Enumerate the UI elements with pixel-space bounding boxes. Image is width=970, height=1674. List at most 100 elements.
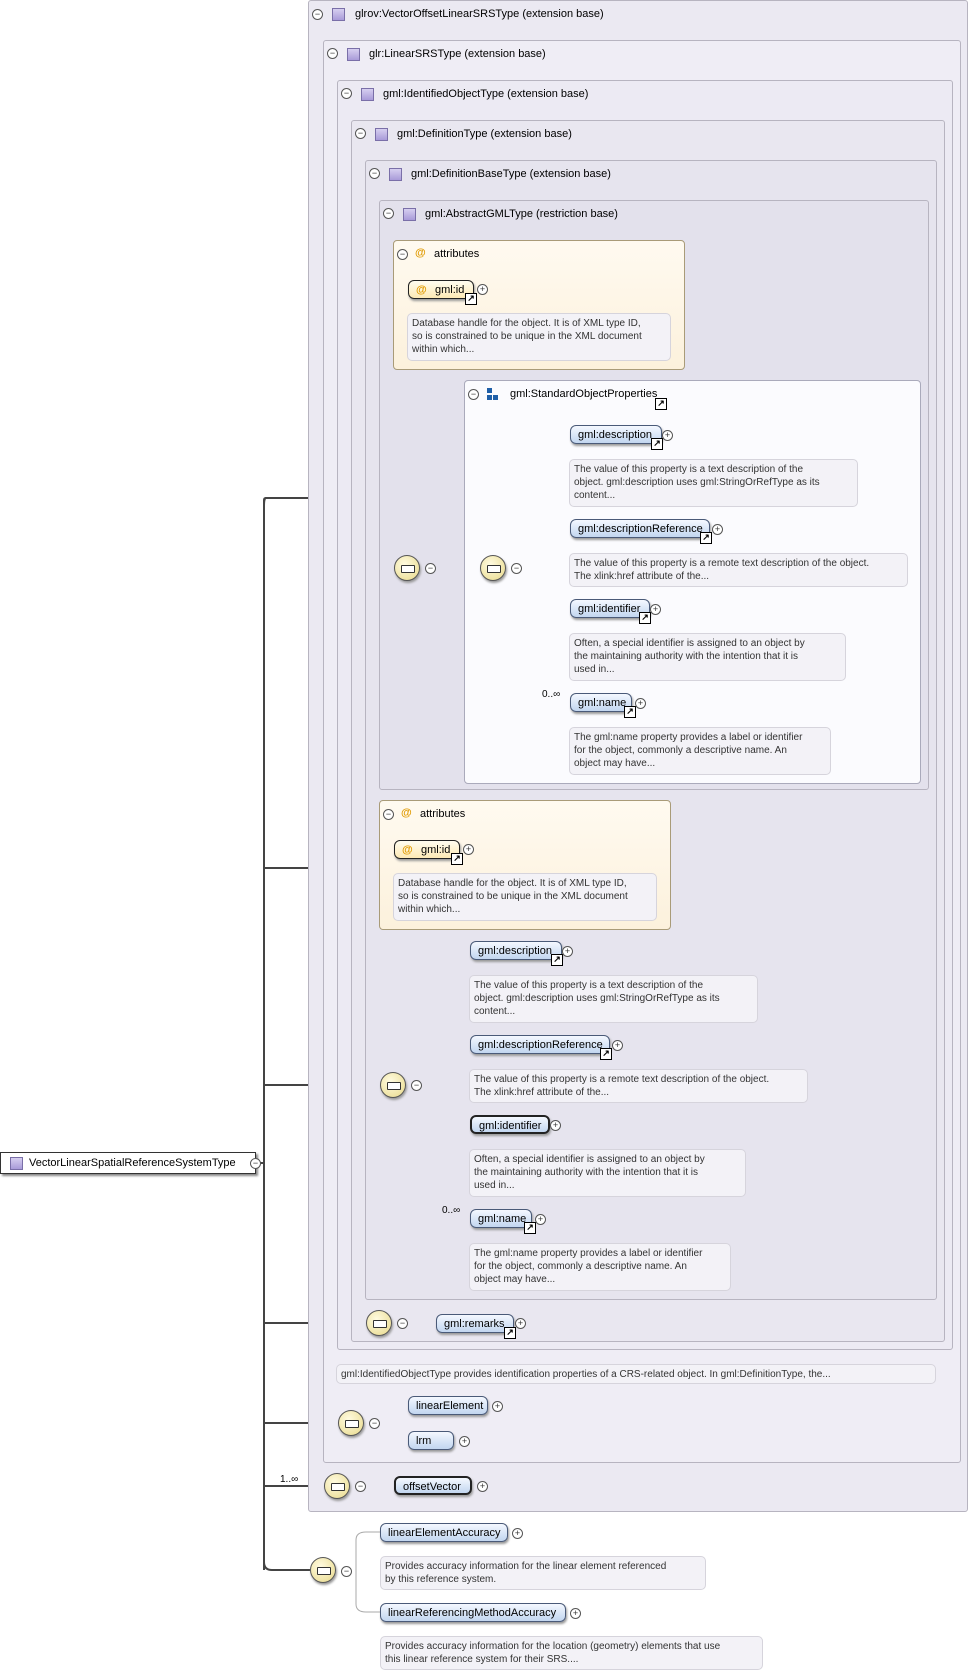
element-gml-identifier[interactable]: gml:identifier: [570, 599, 650, 618]
link-arrow-icon: ↗: [551, 954, 563, 966]
expand-toggle[interactable]: +: [459, 1436, 470, 1447]
element-gml-description-reference[interactable]: gml:descriptionReference: [570, 519, 710, 538]
element-linear-element-accuracy[interactable]: linearElementAccuracy: [380, 1523, 508, 1542]
expand-toggle[interactable]: +: [535, 1214, 546, 1225]
attribute-doc: Database handle for the object. It is of…: [407, 313, 671, 361]
element-label: gml:descriptionReference: [478, 1039, 603, 1051]
collapse-toggle[interactable]: −: [397, 249, 408, 260]
collapse-toggle[interactable]: −: [327, 48, 338, 59]
complex-type-icon: [10, 1157, 23, 1170]
collapse-toggle[interactable]: −: [411, 1080, 422, 1091]
expand-toggle[interactable]: +: [477, 1481, 488, 1492]
collapse-toggle[interactable]: −: [468, 389, 479, 400]
cardinality-label: 1..∞: [280, 1474, 299, 1485]
expand-toggle[interactable]: +: [570, 1608, 581, 1619]
extension-label: glrov:VectorOffsetLinearSRSType (extensi…: [355, 8, 604, 20]
collapse-toggle[interactable]: −: [250, 1158, 261, 1169]
collapse-toggle[interactable]: −: [425, 563, 436, 574]
element-gml-description[interactable]: gml:description: [470, 941, 562, 960]
group-icon: [487, 388, 500, 401]
sequence-compositor-icon[interactable]: [324, 1473, 350, 1499]
link-arrow-icon: ↗: [700, 532, 712, 544]
collapse-toggle[interactable]: −: [355, 128, 366, 139]
element-gml-description[interactable]: gml:description: [570, 425, 662, 444]
collapse-toggle[interactable]: −: [369, 1418, 380, 1429]
attribute-icon: @: [401, 807, 412, 819]
collapse-toggle[interactable]: −: [341, 88, 352, 99]
expand-toggle[interactable]: +: [662, 430, 673, 441]
expand-toggle[interactable]: +: [477, 284, 488, 295]
link-arrow-icon: ↗: [624, 706, 636, 718]
sequence-compositor-icon[interactable]: [394, 555, 420, 581]
element-gml-identifier[interactable]: gml:identifier: [470, 1115, 550, 1134]
extension-label: glr:LinearSRSType (extension base): [369, 48, 546, 60]
attribute-gml-id[interactable]: @ gml:id: [394, 840, 460, 859]
element-doc: Often, a special identifier is assigned …: [569, 633, 846, 681]
link-arrow-icon: ↗: [451, 853, 463, 865]
sequence-compositor-icon[interactable]: [310, 1557, 336, 1583]
attribute-icon: @: [416, 284, 427, 296]
element-gml-remarks[interactable]: gml:remarks: [436, 1314, 514, 1333]
root-label: VectorLinearSpatialReferenceSystemType: [29, 1157, 236, 1169]
complex-type-icon: [361, 88, 374, 101]
expand-toggle[interactable]: +: [492, 1401, 503, 1412]
complex-type-icon: [375, 128, 388, 141]
collapse-toggle[interactable]: −: [312, 9, 323, 20]
expand-toggle[interactable]: +: [512, 1528, 523, 1539]
link-arrow-icon: ↗: [651, 438, 663, 450]
expand-toggle[interactable]: +: [562, 946, 573, 957]
root-type-box[interactable]: VectorLinearSpatialReferenceSystemType: [0, 1152, 256, 1174]
element-label: linearReferencingMethodAccuracy: [388, 1607, 557, 1619]
expand-toggle[interactable]: +: [550, 1120, 561, 1131]
extension-label: gml:AbstractGMLType (restriction base): [425, 208, 618, 220]
link-arrow-icon: ↗: [504, 1327, 516, 1339]
attributes-label: attributes: [420, 808, 466, 820]
collapse-toggle[interactable]: −: [511, 563, 522, 574]
collapse-toggle[interactable]: −: [355, 1481, 366, 1492]
expand-toggle[interactable]: +: [463, 844, 474, 855]
collapse-toggle[interactable]: −: [397, 1318, 408, 1329]
sequence-compositor-icon[interactable]: [338, 1410, 364, 1436]
sequence-compositor-icon[interactable]: [480, 555, 506, 581]
element-gml-description-reference[interactable]: gml:descriptionReference: [470, 1035, 610, 1054]
element-lrm[interactable]: lrm: [408, 1431, 454, 1450]
sequence-compositor-icon[interactable]: [380, 1072, 406, 1098]
element-offset-vector[interactable]: offsetVector: [394, 1476, 472, 1495]
element-doc: The value of this property is a remote t…: [469, 1069, 808, 1103]
expand-toggle[interactable]: +: [635, 698, 646, 709]
element-label: linearElementAccuracy: [388, 1527, 501, 1539]
extension-label: gml:DefinitionType (extension base): [397, 128, 572, 140]
sequence-compositor-icon[interactable]: [366, 1310, 392, 1336]
element-gml-name[interactable]: gml:name: [470, 1209, 532, 1228]
attribute-name: gml:id: [421, 844, 451, 856]
element-label: gml:remarks: [444, 1318, 505, 1330]
collapse-toggle[interactable]: −: [383, 809, 394, 820]
expand-toggle[interactable]: +: [650, 604, 661, 615]
complex-type-icon: [403, 208, 416, 221]
link-arrow-icon: ↗: [524, 1222, 536, 1234]
collapse-toggle[interactable]: −: [383, 208, 394, 219]
collapse-toggle[interactable]: −: [341, 1566, 352, 1577]
expand-toggle[interactable]: +: [712, 524, 723, 535]
extension-label: gml:IdentifiedObjectType (extension base…: [383, 88, 589, 100]
element-doc: Provides accuracy information for the lo…: [380, 1636, 763, 1670]
element-linear-element[interactable]: linearElement: [408, 1396, 488, 1415]
link-arrow-icon: ↗: [600, 1048, 612, 1060]
element-label: gml:description: [478, 945, 552, 957]
element-label: gml:descriptionReference: [578, 523, 703, 535]
element-linear-referencing-method-accuracy[interactable]: linearReferencingMethodAccuracy: [380, 1603, 566, 1622]
element-gml-name[interactable]: gml:name: [570, 693, 632, 712]
element-doc: The value of this property is a remote t…: [569, 553, 908, 587]
element-doc: The value of this property is a text des…: [569, 459, 858, 507]
element-label: gml:name: [578, 697, 627, 709]
attribute-name: gml:id: [435, 284, 465, 296]
link-arrow-icon: ↗: [639, 612, 651, 624]
extension-label: gml:DefinitionBaseType (extension base): [411, 168, 611, 180]
element-doc: Often, a special identifier is assigned …: [469, 1149, 746, 1197]
attribute-gml-id[interactable]: @ gml:id: [408, 280, 474, 299]
collapse-toggle[interactable]: −: [369, 168, 380, 179]
link-arrow-icon: ↗: [465, 293, 477, 305]
expand-toggle[interactable]: +: [612, 1040, 623, 1051]
expand-toggle[interactable]: +: [515, 1318, 526, 1329]
element-label: gml:identifier: [578, 603, 641, 615]
